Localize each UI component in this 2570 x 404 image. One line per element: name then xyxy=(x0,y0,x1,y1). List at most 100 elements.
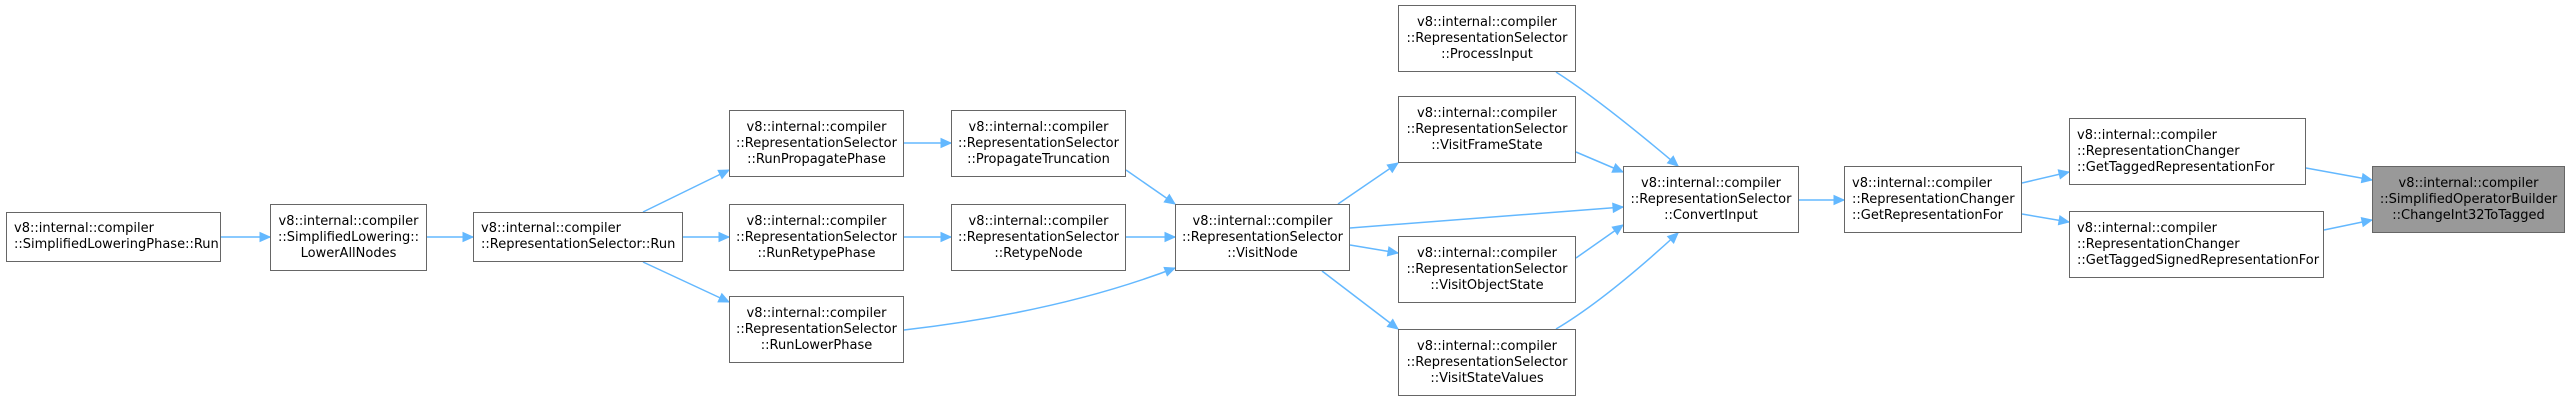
call-edge xyxy=(642,169,730,213)
node-label-line: v8::internal::compiler xyxy=(1641,175,1781,191)
node-label-line: ::ConvertInput xyxy=(1664,207,1758,223)
node-representation-selector-run[interactable]: v8::internal::compiler ::RepresentationS… xyxy=(473,212,683,262)
arrowhead xyxy=(1611,163,1625,173)
arrowhead xyxy=(1163,193,1177,205)
node-label-line: ::RepresentationChanger xyxy=(2077,236,2240,252)
node-label-line: ::VisitObjectState xyxy=(1430,277,1544,293)
node-get-tagged-representation-for[interactable]: v8::internal::compiler ::RepresentationC… xyxy=(2069,118,2306,185)
node-label-line: v8::internal::compiler xyxy=(2077,127,2217,143)
node-label-line: ::RunRetypePhase xyxy=(757,245,876,261)
arrowhead xyxy=(1612,202,1625,214)
call-edge xyxy=(1555,71,1679,167)
node-visit-state-values[interactable]: v8::internal::compiler ::RepresentationS… xyxy=(1398,329,1576,396)
arrowhead xyxy=(259,231,272,243)
node-label-line: v8::internal::compiler xyxy=(1192,213,1333,229)
node-label-line: ::RepresentationSelector::Run xyxy=(481,237,676,252)
node-label-line: v8::internal::compiler xyxy=(278,213,419,229)
arrowhead xyxy=(2360,216,2374,228)
node-label-line: v8::internal::compiler xyxy=(1417,105,1557,121)
node-label-line: ::RepresentationSelector xyxy=(736,135,897,151)
call-edge xyxy=(1337,162,1399,205)
arrowhead xyxy=(1666,155,1679,167)
node-label-line: ::RepresentationChanger xyxy=(2077,143,2240,159)
arrowhead xyxy=(1386,246,1400,257)
node-label-line: v8::internal::compiler xyxy=(481,221,621,236)
call-edge xyxy=(642,261,730,303)
arrowhead xyxy=(1386,318,1399,330)
node-label-line: ::RepresentationSelector xyxy=(1406,261,1568,277)
call-edge xyxy=(2305,167,2373,181)
node-label-line: ::RepresentationSelector xyxy=(736,321,897,337)
node-simplified-lowering-lower-all-nodes[interactable]: v8::internal::compiler ::SimplifiedLower… xyxy=(270,204,427,271)
node-label-line: v8::internal::compiler xyxy=(746,119,887,135)
arrowhead xyxy=(718,231,731,243)
node-label-line: ::VisitStateValues xyxy=(1430,370,1544,386)
node-label-line: ::GetTaggedSignedRepresentationFor xyxy=(2077,252,2320,268)
node-label-line: ::RetypeNode xyxy=(994,245,1083,261)
node-label-line: v8::internal::compiler xyxy=(2077,220,2217,236)
node-get-tagged-signed-representation-for[interactable]: v8::internal::compiler ::RepresentationC… xyxy=(2069,211,2324,278)
node-label-line: ::RunPropagatePhase xyxy=(747,151,886,167)
node-label-line: ::RepresentationSelector xyxy=(958,135,1119,151)
node-label-line: ::SimplifiedOperatorBuilder xyxy=(2379,191,2558,207)
node-label-line: ::GetTaggedRepresentationFor xyxy=(2077,159,2275,175)
node-label-line: v8::internal::compiler xyxy=(968,213,1109,229)
node-label-line: ::RepresentationSelector xyxy=(1406,121,1568,137)
node-visit-object-state[interactable]: v8::internal::compiler ::RepresentationS… xyxy=(1398,236,1576,303)
node-label-line: ::RepresentationSelector xyxy=(958,229,1119,245)
node-retype-node[interactable]: v8::internal::compiler ::RepresentationS… xyxy=(951,204,1126,271)
node-label-line: v8::internal::compiler xyxy=(1852,175,1992,191)
arrowhead xyxy=(940,231,953,243)
node-label-line: ::RepresentationSelector xyxy=(1406,354,1568,370)
node-label-line: v8::internal::compiler xyxy=(2398,175,2539,191)
node-get-representation-for[interactable]: v8::internal::compiler ::RepresentationC… xyxy=(1844,166,2022,233)
node-process-input[interactable]: v8::internal::compiler ::RepresentationS… xyxy=(1398,5,1576,72)
node-label-line: v8::internal::compiler xyxy=(746,213,887,229)
node-convert-input[interactable]: v8::internal::compiler ::RepresentationS… xyxy=(1623,166,1799,233)
node-label-line: ::ProcessInput xyxy=(1441,46,1533,62)
arrowhead xyxy=(1164,231,1177,243)
node-label-line: ::SimplifiedLowering:: xyxy=(277,229,419,245)
arrowhead xyxy=(1666,232,1679,244)
node-label-line: ::PropagateTruncation xyxy=(967,151,1110,167)
arrowhead xyxy=(1611,224,1624,236)
node-run-lower-phase[interactable]: v8::internal::compiler ::RepresentationS… xyxy=(729,296,904,363)
node-label-line: v8::internal::compiler xyxy=(968,119,1109,135)
node-label-line: v8::internal::compiler xyxy=(746,305,887,321)
arrowhead xyxy=(2057,169,2071,180)
node-simplified-lowering-phase-run[interactable]: v8::internal::compiler ::SimplifiedLower… xyxy=(6,212,221,262)
arrowhead xyxy=(1163,266,1177,277)
node-run-retype-phase[interactable]: v8::internal::compiler ::RepresentationS… xyxy=(729,204,904,271)
node-visit-frame-state[interactable]: v8::internal::compiler ::RepresentationS… xyxy=(1398,96,1576,163)
arrowhead xyxy=(1833,194,1846,206)
node-label-line: ::VisitNode xyxy=(1227,245,1298,261)
node-label-line: ::VisitFrameState xyxy=(1431,137,1543,153)
node-label-line: ::RepresentationChanger xyxy=(1852,191,2015,207)
node-label-line: v8::internal::compiler xyxy=(1417,14,1557,30)
arrowhead xyxy=(717,292,731,303)
node-label-line: v8::internal::compiler xyxy=(14,221,154,236)
node-label-line: ::ChangeInt32ToTagged xyxy=(2392,207,2545,223)
call-edge xyxy=(1349,206,1624,229)
node-visit-node[interactable]: v8::internal::compiler ::RepresentationS… xyxy=(1175,204,1350,271)
arrowhead xyxy=(717,169,731,180)
arrowhead xyxy=(462,231,475,243)
node-label-line: ::SimplifiedLoweringPhase::Run xyxy=(14,237,219,252)
node-label-line: ::RepresentationSelector xyxy=(1182,229,1343,245)
arrowhead xyxy=(2360,172,2374,184)
node-label-line: ::RepresentationSelector xyxy=(1406,30,1568,46)
call-edge xyxy=(1321,270,1399,330)
node-label-line: LowerAllNodes xyxy=(300,245,397,261)
arrowhead xyxy=(2057,215,2071,226)
arrowhead xyxy=(940,137,953,149)
node-change-int32-to-tagged: v8::internal::compiler ::SimplifiedOpera… xyxy=(2372,166,2565,233)
node-label-line: ::RepresentationSelector xyxy=(1630,191,1792,207)
arrowhead xyxy=(1386,162,1400,174)
node-run-propagate-phase[interactable]: v8::internal::compiler ::RepresentationS… xyxy=(729,110,904,177)
call-edge xyxy=(903,267,1176,331)
node-label-line: ::RunLowerPhase xyxy=(760,337,873,353)
node-propagate-truncation[interactable]: v8::internal::compiler ::RepresentationS… xyxy=(951,110,1126,177)
call-edge xyxy=(1555,232,1679,330)
